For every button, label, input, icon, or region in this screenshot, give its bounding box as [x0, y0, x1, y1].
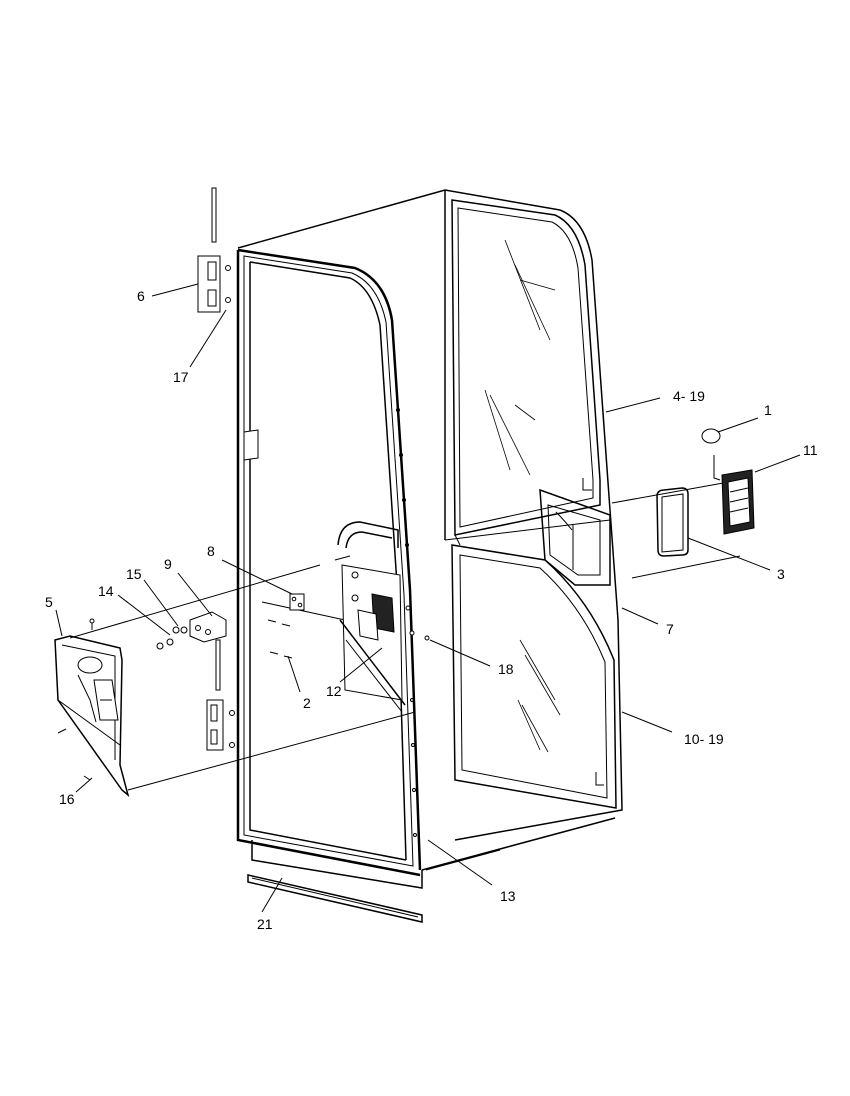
- cab-body: [237, 189, 623, 871]
- callout-14: 14: [98, 583, 114, 599]
- callout-10-19: 10- 19: [684, 731, 724, 747]
- striker-bracket: [189, 611, 227, 643]
- exploded-guide-lines: [69, 479, 741, 871]
- callout-6: 6: [137, 288, 145, 304]
- callout-15: 15: [126, 566, 142, 582]
- callout-18: 18: [498, 661, 514, 677]
- upper-hinge: [197, 187, 231, 313]
- knob-part: [701, 428, 721, 444]
- washers-and-nuts: [156, 626, 188, 650]
- catch-plate: [289, 593, 305, 611]
- callout-3: 3: [777, 566, 785, 582]
- front-door-frame: [236, 248, 423, 889]
- callout-5: 5: [45, 594, 53, 610]
- callout-labels: 1 2 3 4- 19 5 6 7 8 9 10- 19 11 12 13 14…: [45, 288, 818, 932]
- callout-21: 21: [257, 916, 273, 932]
- callout-9: 9: [164, 556, 172, 572]
- callout-4-19: 4- 19: [673, 388, 705, 404]
- bottom-strip: [247, 874, 423, 923]
- callout-7: 7: [666, 621, 674, 637]
- lower-hinge: [206, 639, 235, 751]
- callout-12: 12: [326, 683, 342, 699]
- callout-1: 1: [764, 402, 772, 418]
- screws: [57, 618, 430, 781]
- callout-16: 16: [59, 791, 75, 807]
- callout-2: 2: [303, 695, 311, 711]
- window-latch: [713, 455, 755, 535]
- callout-11: 11: [803, 442, 818, 458]
- leader-lines: [55, 283, 801, 913]
- inner-door-panel: [54, 635, 130, 798]
- sliding-glass: [656, 487, 689, 557]
- callout-8: 8: [207, 543, 215, 559]
- callout-13: 13: [500, 888, 516, 904]
- latch-assembly: [337, 521, 415, 713]
- callout-17: 17: [173, 369, 189, 385]
